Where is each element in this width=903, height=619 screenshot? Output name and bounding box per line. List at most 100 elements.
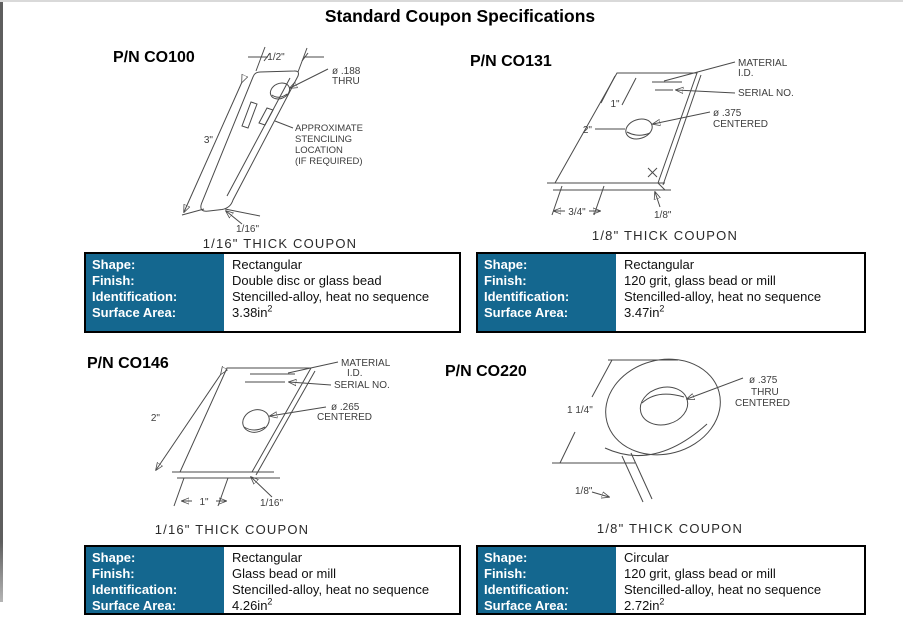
- identification-label: Identification:: [92, 289, 178, 304]
- spec-value-column: Rectangular Double disc or glass bead St…: [224, 254, 459, 331]
- stencil-mark: [241, 101, 258, 129]
- spec-label-column: Shape: Finish: Identification: Surface A…: [86, 254, 224, 331]
- dimension-lines-co131: [551, 61, 736, 216]
- part-number-co131: P/N CO131: [470, 53, 552, 70]
- finish-label: Finish:: [92, 566, 135, 581]
- identification-label: Identification:: [92, 582, 178, 597]
- part-number-co220: P/N CO220: [445, 363, 527, 380]
- material-label: MATERIAL: [341, 358, 391, 369]
- surface-area-label: Surface Area:: [484, 598, 569, 613]
- dim-diameter-label: 1 1/4": [567, 405, 593, 416]
- page-title: Standard Coupon Specifications: [324, 6, 596, 26]
- surface-area-exponent: 2: [659, 596, 665, 607]
- hole-dia-label: ø .375: [713, 108, 742, 119]
- shape-label: Shape:: [484, 550, 528, 565]
- window-left-edge: [0, 2, 3, 602]
- part-number-co146: P/N CO146: [87, 355, 169, 372]
- drawing-co220: 1 1/4" ø .375 THRU CENTERED 1/8": [552, 358, 790, 503]
- serial-label: SERIAL NO.: [334, 380, 390, 391]
- window-top-edge: [0, 0, 903, 2]
- surface-area-label: Surface Area:: [92, 305, 177, 320]
- identification-label: Identification:: [484, 582, 570, 597]
- drawing-co131: MATERIAL I.D. SERIAL NO. ø .375 CENTERED…: [547, 58, 794, 221]
- surface-area-value: 4.26in2: [232, 596, 273, 613]
- drawing-co146: MATERIAL I.D. SERIAL NO. ø .265 CENTERED…: [151, 358, 391, 509]
- stencil-note-line1: APPROXIMATE: [295, 123, 363, 134]
- coupon-outline-co220: [604, 358, 721, 456]
- dim-1-label: 1": [199, 497, 209, 508]
- material-label: MATERIAL: [738, 58, 788, 69]
- dimension-lines-co220: [552, 359, 744, 503]
- shape-value: Rectangular: [232, 257, 303, 272]
- dim-length-label: 3": [204, 135, 214, 146]
- dim-2-label: 2": [583, 125, 593, 136]
- stencil-note-line3: LOCATION: [295, 145, 343, 156]
- washer-outer-edge: [605, 358, 721, 456]
- identification-label: Identification:: [484, 289, 570, 304]
- stencil-note-line4: (IF REQUIRED): [295, 156, 363, 167]
- finish-value: 120 grit, glass bead or mill: [624, 566, 776, 581]
- surface-area-exponent: 2: [267, 303, 273, 314]
- stencil-mark: [258, 107, 274, 126]
- identification-value: Stencilled-alloy, heat no sequence: [624, 582, 822, 597]
- hole-dia-label: ø .375: [749, 375, 778, 386]
- dimension-lines-co146: [156, 361, 339, 507]
- shape-value: Rectangular: [624, 257, 695, 272]
- spec-table-co220: Shape: Finish: Identification: Surface A…: [476, 545, 866, 615]
- caption-co131: 1/8" THICK COUPON: [591, 228, 739, 243]
- shape-label: Shape:: [92, 550, 136, 565]
- surface-area-exponent: 2: [267, 596, 273, 607]
- spec-label-column: Shape: Finish: Identification: Surface A…: [478, 547, 616, 613]
- hole-co146: [242, 409, 270, 433]
- shape-label: Shape:: [484, 257, 528, 272]
- hole-centered-label: CENTERED: [713, 119, 768, 130]
- spec-table-co131: Shape: Finish: Identification: Surface A…: [476, 252, 866, 333]
- dim-width-label: 1/2": [267, 52, 285, 63]
- dim-thickness-label: 1/8": [654, 210, 672, 221]
- serial-label: SERIAL NO.: [738, 88, 794, 99]
- identification-value: Stencilled-alloy, heat no sequence: [232, 582, 430, 597]
- caption-co220: 1/8" THICK COUPON: [596, 521, 744, 536]
- spec-value-column: Rectangular Glass bead or mill Stencille…: [224, 547, 459, 613]
- dim-thickness-label: 1/16": [260, 498, 283, 509]
- hole-co131: [625, 118, 653, 140]
- hole-centered-label: CENTERED: [317, 412, 372, 423]
- hole-co220: [639, 386, 689, 426]
- caption-co146: 1/16" THICK COUPON: [154, 522, 310, 537]
- surface-area-value: 2.72in2: [624, 596, 665, 613]
- hole-dia-label: ø .188: [332, 66, 361, 77]
- material-id-label: I.D.: [347, 368, 363, 379]
- finish-value: Double disc or glass bead: [232, 273, 382, 288]
- surface-area-label: Surface Area:: [92, 598, 177, 613]
- hole-dia-label: ø .265: [331, 402, 360, 413]
- hole-co100: [269, 82, 291, 100]
- stencil-note-line2: STENCILING: [295, 134, 352, 145]
- spec-table-co146: Shape: Finish: Identification: Surface A…: [84, 545, 461, 615]
- hole-thru-label: THRU: [332, 76, 360, 87]
- spec-value-column: Circular 120 grit, glass bead or mill St…: [616, 547, 864, 613]
- finish-value: Glass bead or mill: [232, 566, 337, 581]
- dim-34-label: 3/4": [568, 207, 586, 218]
- shape-value: Rectangular: [232, 550, 303, 565]
- finish-label: Finish:: [484, 273, 527, 288]
- finish-label: Finish:: [92, 273, 135, 288]
- surface-area-exponent: 2: [659, 303, 665, 314]
- dimension-lines-co100: [181, 46, 329, 225]
- dim-1-label: 1": [610, 99, 620, 110]
- finish-label: Finish:: [484, 566, 527, 581]
- drawing-co100: 1/2" ø .188 THRU 3" 1/16" APPROXIMATE ST…: [181, 46, 363, 235]
- finish-value: 120 grit, glass bead or mill: [624, 273, 776, 288]
- identification-value: Stencilled-alloy, heat no sequence: [232, 289, 430, 304]
- hole-centered-label: CENTERED: [735, 398, 790, 409]
- dim-thickness-label: 1/8": [575, 486, 593, 497]
- hole-thru-label: THRU: [751, 387, 779, 398]
- spec-table-co100: Shape: Finish: Identification: Surface A…: [84, 252, 461, 333]
- coupon-outline-co146: [172, 367, 316, 479]
- shape-value: Circular: [624, 550, 669, 565]
- dim-2-label: 2": [151, 413, 161, 424]
- part-number-co100: P/N CO100: [113, 49, 195, 66]
- caption-co100: 1/16" THICK COUPON: [202, 236, 358, 251]
- spec-label-column: Shape: Finish: Identification: Surface A…: [86, 547, 224, 613]
- dim-thickness-label: 1/16": [236, 224, 259, 235]
- spec-label-column: Shape: Finish: Identification: Surface A…: [478, 254, 616, 331]
